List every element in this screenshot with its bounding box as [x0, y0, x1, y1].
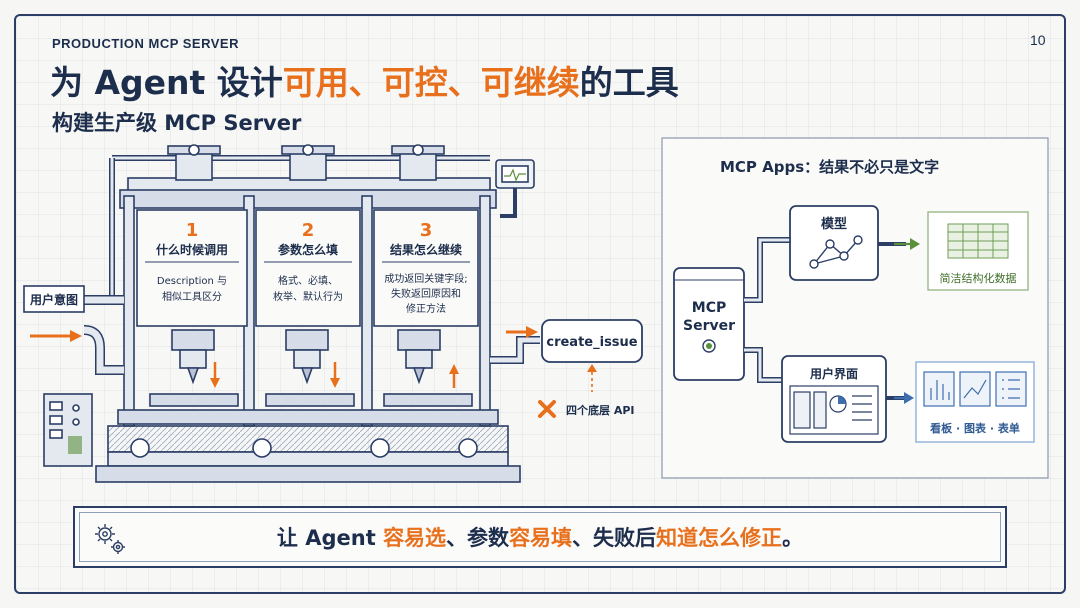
control-cabinet: [43, 393, 93, 467]
model-output-label: 简洁结构化数据: [940, 271, 1017, 285]
station-1-number: 1: [186, 220, 199, 241]
banner-part-5: 、失败后: [572, 526, 657, 550]
station-2-number: 2: [302, 220, 315, 241]
rejected-api: 四个底层 API: [538, 400, 635, 418]
title-part-1: 为 Agent 设计: [50, 63, 283, 102]
model-output-arrow-icon: [910, 238, 920, 250]
gauge-icon: [495, 159, 535, 218]
station-1-title: 什么时候调用: [156, 242, 228, 257]
rejected-api-label: 四个底层 API: [566, 403, 635, 417]
model-label: 模型: [821, 216, 847, 232]
dashboard-card: 看板 · 图表 · 表单: [915, 361, 1035, 443]
structured-data-card: 简洁结构化数据: [927, 211, 1029, 291]
output-tool: create_issue: [506, 319, 643, 392]
banner-part-3: 、参数: [446, 526, 510, 550]
banner-text: 让 Agent 容易选、参数容易填、失败后知道怎么修正。: [277, 522, 803, 552]
eyebrow-label: PRODUCTION MCP SERVER: [52, 36, 239, 51]
ui-output-arrow-icon: [904, 392, 914, 404]
station-2-line-2: 枚举、默认行为: [273, 290, 343, 303]
mcp-apps-panel: MCP Apps：结果不必只是文字 MCP Server 模型: [661, 137, 1049, 479]
banner-part-7: 。: [782, 526, 804, 550]
press-head-1: [149, 329, 239, 407]
top-valve-1: [167, 144, 221, 181]
title-part-3: 的工具: [579, 63, 679, 102]
output-tool-label: create_issue: [546, 335, 637, 350]
station-3-arrow-up-icon: [449, 364, 459, 374]
station-3-line-3: 修正方法: [406, 302, 446, 315]
page-title: 为 Agent 设计可用、可控、可继续的工具: [50, 56, 679, 104]
bar-chart-icon: [923, 371, 955, 407]
station-2-line-1: 格式、必填、: [278, 274, 338, 287]
model-box: 模型: [789, 205, 879, 281]
station-1-line-1: Description 与: [157, 275, 227, 287]
input-intent: 用户意图: [23, 285, 85, 342]
ui-mockup-icon: [789, 385, 879, 435]
banner-highlight-2: 容易填: [509, 526, 573, 550]
station-3-title: 结果怎么继续: [390, 242, 462, 257]
station-card-2: 2 参数怎么填 格式、必填、 枚举、默认行为: [255, 209, 361, 388]
ui-label: 用户界面: [809, 366, 858, 381]
title-highlight: 可用、可控、可继续: [282, 63, 580, 102]
output-arrow-icon: [526, 326, 538, 338]
page-subtitle: 构建生产级 MCP Server: [52, 111, 302, 135]
top-valve-2: [281, 144, 335, 181]
server-label-1: MCP: [692, 300, 726, 316]
banner-highlight-3: 知道怎么修正: [656, 526, 783, 550]
station-1-arrow-down-icon: [210, 378, 220, 388]
station-2-title: 参数怎么填: [278, 242, 338, 257]
banner-part-1: 让 Agent: [276, 526, 384, 550]
cross-icon: [538, 400, 556, 418]
input-label: 用户意图: [29, 292, 78, 307]
ui-output-label: 看板 · 图表 · 表单: [930, 421, 1020, 435]
station-3-number: 3: [420, 220, 433, 241]
machine-diagram: [43, 144, 540, 483]
form-list-icon: [995, 371, 1027, 407]
station-card-1: 1 什么时候调用 Description 与 相似工具区分: [136, 209, 248, 388]
banner-highlight-1: 容易选: [383, 526, 447, 550]
station-3-line-2: 失败返回原因和: [391, 287, 461, 300]
page-number: 10: [1030, 32, 1046, 48]
server-label-2: Server: [683, 318, 735, 334]
graph-network-icon: [809, 235, 863, 269]
summary-banner: 让 Agent 容易选、参数容易填、失败后知道怎么修正。: [73, 506, 1007, 568]
press-head-2: [265, 329, 355, 407]
table-grid-icon: [947, 223, 1009, 259]
station-card-3: 3 结果怎么继续 成功返回关键字段; 失败返回原因和 修正方法: [373, 209, 479, 388]
top-valve-3: [391, 144, 445, 181]
station-2-arrow-down-icon: [330, 378, 340, 388]
mcp-apps-title: MCP Apps：结果不必只是文字: [720, 158, 939, 176]
mcp-server-box: MCP Server: [673, 267, 745, 381]
line-chart-icon: [959, 371, 991, 407]
gears-icon: [95, 524, 125, 554]
user-interface-box: 用户界面: [781, 355, 887, 443]
station-3-line-1: 成功返回关键字段;: [384, 272, 467, 285]
press-head-3: [383, 329, 473, 407]
station-1-line-2: 相似工具区分: [162, 290, 222, 303]
